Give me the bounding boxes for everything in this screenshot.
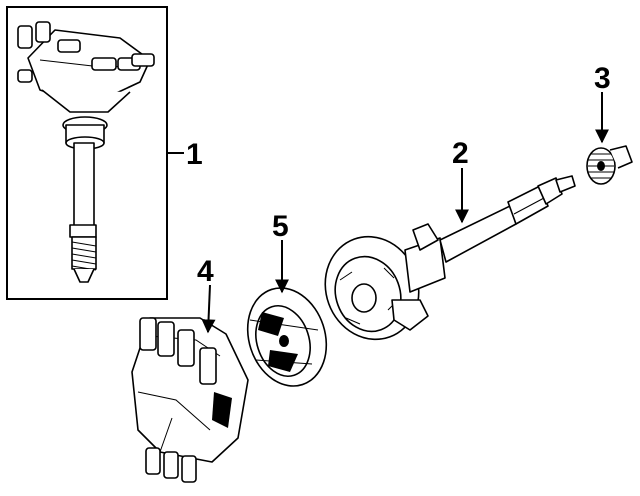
leader-line-4: [201, 284, 216, 334]
callout-1: 1: [186, 138, 203, 171]
distributor-cap-part-4: [131, 317, 249, 483]
callout-4: 4: [197, 255, 214, 288]
shaft-and-housing-part-2: [324, 175, 576, 341]
rotor-part-5: [246, 287, 328, 387]
callout-3: 3: [594, 62, 611, 95]
callout-5: 5: [272, 210, 289, 243]
callout-2: 2: [452, 137, 469, 170]
drive-gear-part-3: [586, 145, 633, 185]
distributor-assembly-part-1: [17, 21, 155, 283]
